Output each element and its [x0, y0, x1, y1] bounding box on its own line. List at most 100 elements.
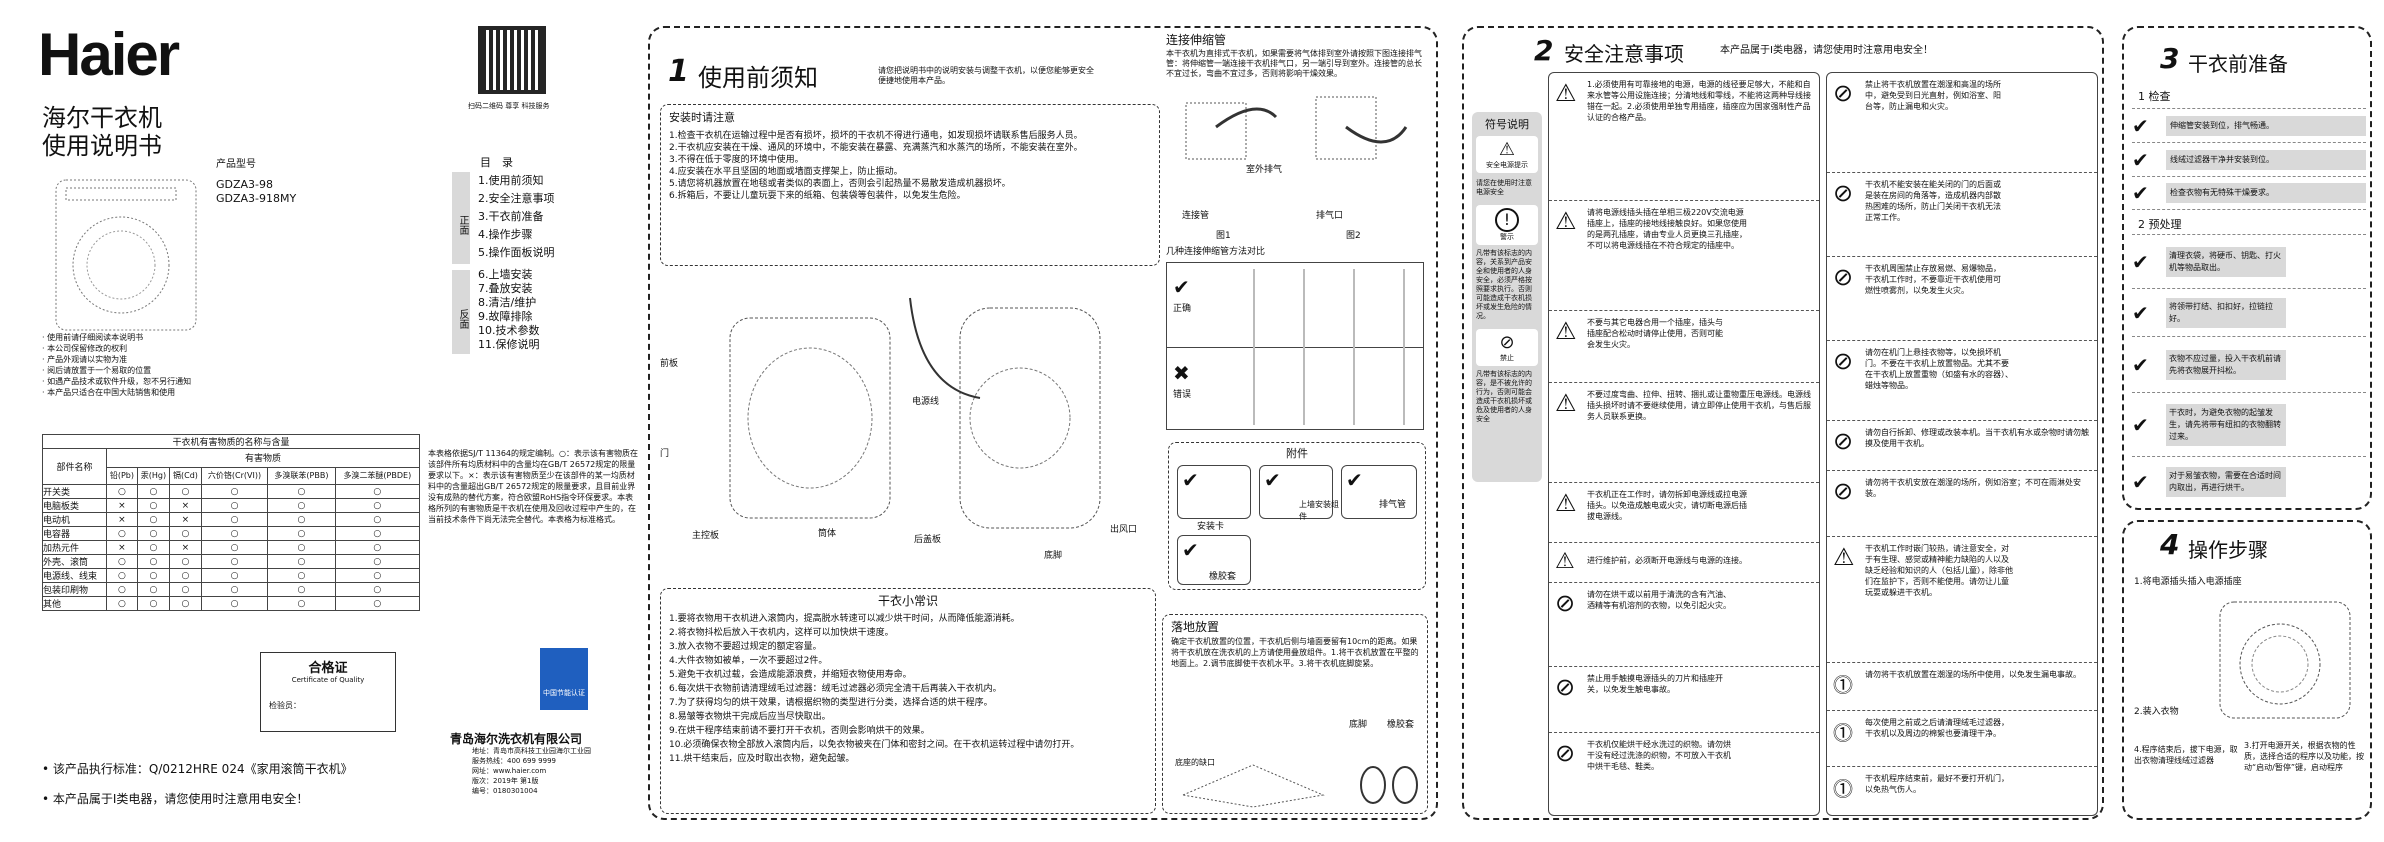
safety-text: 干衣机工作时嵌门较热，请注意安全，对于有生理、感觉或精神能力缺陷的人以及缺乏经验… [1865, 544, 2013, 597]
pretreat-row: ✔对于易皱衣物，需要在合适时间内取出，再进行烘干。 [2132, 456, 2366, 506]
part-label-cord: 电源线 [912, 397, 940, 407]
hazard-table: 部件名称 有害物质 铅(Pb)汞(Hg)镉(Cd)六价铬(Cr(VI))多溴联苯… [42, 448, 421, 611]
prohibit-icon: ⊘ [1555, 589, 1576, 617]
placement-label-rubber: 橡胶套 [1387, 720, 1415, 730]
toc-back-tab-label: 反面 [457, 309, 468, 329]
hazard-cell: ○ [136, 554, 171, 569]
toc-item[interactable]: 11.保修说明 [478, 338, 540, 351]
toc-item[interactable]: 3.干衣前准备 [478, 210, 544, 223]
hazard-cell: ○ [136, 512, 171, 527]
section-title: 操作步骤 [2188, 538, 2268, 562]
accessory-label: 排气管 [1379, 500, 1407, 510]
safety-text: 每次使用之前或之后请清理绒毛过滤器，干衣机以及周边的棉絮也要清理干净。 [1865, 718, 2009, 738]
note-item: · 产品外观请以实物为准 [42, 355, 128, 364]
tip-item: 8.易皱等衣物烘干完成后应当尽快取出。 [669, 712, 831, 722]
table-row: 电脑板类×○×○○○ [42, 498, 421, 513]
pipe-label-outlet: 排气口 [1316, 211, 1344, 221]
hazard-cell: ○ [136, 582, 171, 597]
compare-figs [1205, 269, 1419, 425]
pipe-text: 本干衣机为直排式干衣机，如果需要将气体排到室外请按照下图连接排气管：将伸缩管一端… [1166, 49, 1422, 78]
hazard-cell: ○ [106, 526, 138, 541]
hazard-part: 电容器 [42, 526, 107, 541]
hazard-cell: ○ [136, 596, 171, 611]
safety-text: 进行维护前，必须断开电源线与电源的连接。 [1587, 556, 1747, 565]
accessory-card: ✔ [1259, 465, 1333, 519]
before-use-panel: 1 使用前须知 请您把说明书中的说明安装与调整干衣机，以便您能够更安全便捷地使用… [648, 26, 1438, 820]
part-label-drum: 筒体 [818, 529, 837, 539]
hazard-part: 加热元件 [42, 540, 107, 555]
dryer-illustration [55, 179, 197, 331]
pretreat-row: ✔将领带打结、扣扣好，拉链拉好。 [2132, 288, 2366, 336]
accessory-card: ✔ [1341, 465, 1417, 519]
standard-line: • 该产品执行标准：Q/0212HRE 024《家用滚筒干衣机》 [42, 762, 353, 776]
hazard-col-header: 多溴联苯(PBB) [267, 466, 336, 486]
safety-item: ⊘禁止将干衣机放置在潮湿和高温的场所中，避免受到日光直射，例如浴室、阳台等，防止… [1827, 73, 2097, 173]
safety-item: ⊘干衣机仅能烘干经水洗过的织物。请勿烘干没有经过洗涤的织物，不可放入干衣机中烘干… [1549, 733, 1819, 815]
safety-text: 不要过度弯曲、拉伸、扭转、捆扎或让重物重压电源线。电源线插头损坏时请不要继续使用… [1587, 390, 1811, 421]
toc-item[interactable]: 5.操作面板说明 [478, 246, 555, 259]
hazard-cell: ○ [267, 568, 336, 583]
pipe-label-tube: 连接管 [1182, 211, 1210, 221]
safety-text: 请勿在机门上悬挂衣物等，以免损坏机门。不要在干衣机上放置物品。尤其不要在干衣机上… [1865, 348, 2013, 390]
hazard-cell: ○ [136, 484, 171, 499]
toc-item[interactable]: 10.技术参数 [478, 324, 540, 337]
legend-item: ⚠ 安全电源提示 [1476, 136, 1538, 173]
part-label-back: 后盖板 [914, 535, 942, 545]
warning-triangle-icon: ⚠ [1555, 489, 1577, 517]
accessory-label: 上墙安装组件 [1299, 500, 1339, 521]
tips-title: 干衣小常识 [877, 594, 938, 608]
safety-text: 禁止用手触摸电源插头的刀片和插座开关，以免发生触电事故。 [1587, 674, 1723, 694]
toc-item[interactable]: 9.故障排除 [478, 310, 533, 323]
safety-text: 1.必须使用有可靠接地的电源，电源的线径要足够大，不能和自来水管等公用设施连接；… [1587, 80, 1811, 122]
correct-mark-icon: ✔ [1173, 275, 1190, 299]
install-item: 1.检查干衣机在运输过程中是否有损坏，损坏的干衣机不得进行通电，如发现损坏请联系… [669, 131, 1083, 141]
part-label-vent: 出风口 [1110, 525, 1138, 535]
check-text: 伸缩管安装到位，排气畅通。 [2166, 115, 2366, 136]
hazard-cell: ○ [267, 554, 336, 569]
hazard-cell: ○ [106, 484, 138, 499]
install-list: 1.检查干衣机在运输过程中是否有损坏，损坏的干衣机不得进行通电，如发现损坏请联系… [661, 130, 1159, 202]
company-info: 地址：青岛市高科技工业园海尔工业园 服务热线：400 699 9999 网址：w… [472, 746, 591, 796]
pretreat-text: 清理衣袋，将硬币、钥匙、打火机等物品取出。 [2166, 246, 2286, 277]
pretreat-text: 衣物不应过量，投入干衣机前请先将衣物展开抖松。 [2166, 349, 2286, 380]
toc-front-tab: 正面 [452, 172, 470, 264]
fig2-label: 图2 [1346, 231, 1361, 241]
section-intro: 请您把说明书中的说明安装与调整干衣机，以便您能够更安全便捷地使用本产品。 [878, 66, 1094, 85]
hazard-note: 本表格依据SJ/T 11364的规定编制。○：表示该有害物质在该部件所有均质材料… [428, 449, 638, 524]
safety-item: ⚠1.必须使用有可靠接地的电源，电源的线径要足够大，不能和自来水管等公用设施连接… [1549, 73, 1819, 201]
pretreat-row: ✔清理衣袋，将硬币、钥匙、打火机等物品取出。 [2132, 234, 2366, 288]
part-label-foot: 底脚 [1044, 551, 1063, 561]
check-icon: ✔ [2132, 352, 2149, 377]
hazard-cell: ○ [200, 554, 269, 569]
hazard-cell: ○ [267, 498, 336, 513]
toc-item[interactable]: 1.使用前须知 [478, 174, 544, 187]
qr-code [478, 26, 546, 94]
hazard-part: 电脑板类 [42, 498, 107, 513]
tip-item: 1.要将衣物用干衣机进入滚筒内，提高脱水转速可以减少烘干时间，从而降低能源消耗。 [669, 614, 1020, 624]
table-row: 电源线、线束○○○○○○ [42, 568, 421, 583]
safety-text: 请勿在烘干或以前用于清洗的含有汽油、酒精等有机溶剂的衣物，以免引起火灾。 [1587, 590, 1731, 610]
toc-item[interactable]: 7.叠放安装 [478, 282, 533, 295]
tip-item: 3.放入衣物不要超过规定的额定容量。 [669, 642, 822, 652]
toc-item[interactable]: 2.安全注意事项 [478, 192, 555, 205]
toc-back-tab: 反面 [452, 270, 470, 354]
legend-item: ⊘ 禁止 [1476, 329, 1538, 366]
toc-item[interactable]: 4.操作步骤 [478, 228, 533, 241]
step-3: 3.打开电源开关，根据衣物的性质，选择合适的程序以及功能，按动“启动/暂停”键，… [2244, 741, 2364, 772]
dryer-front-illustration [2219, 601, 2351, 719]
safety-text: 不要与其它电器合用一个插座，插头与插座配合松动时请停止使用，否则可能会发生火灾。 [1587, 318, 1723, 349]
safety-text: 请勿自行拆卸、修理或改装本机。当干衣机有水或杂物时请勿触摸及使用干衣机。 [1865, 428, 2089, 448]
pipe-title: 连接伸缩管 [1166, 33, 1227, 47]
check-icon: ✔ [1182, 538, 1199, 562]
quality-certificate: 合格证 Certificate of Quality 检验员： [260, 652, 396, 732]
model-2: GDZA3-918MY [216, 192, 297, 205]
toc-item[interactable]: 6.上墙安装 [478, 268, 533, 281]
section-number: 1 [668, 54, 689, 89]
pretreat-row: ✔ 衣物不应过量，投入干衣机前请先将衣物展开抖松。 [2132, 336, 2366, 392]
pretreat-row: ✔干衣时，为避免衣物的起皱发生，请先将带有纽扣的衣物翻转过来。 [2132, 392, 2366, 456]
accessories-title: 附件 [1286, 447, 1308, 460]
table-row: 其他○○○○○○ [42, 596, 421, 611]
toc-item[interactable]: 8.清洁/维护 [478, 296, 537, 309]
check-icon: ✔ [1182, 468, 1199, 492]
